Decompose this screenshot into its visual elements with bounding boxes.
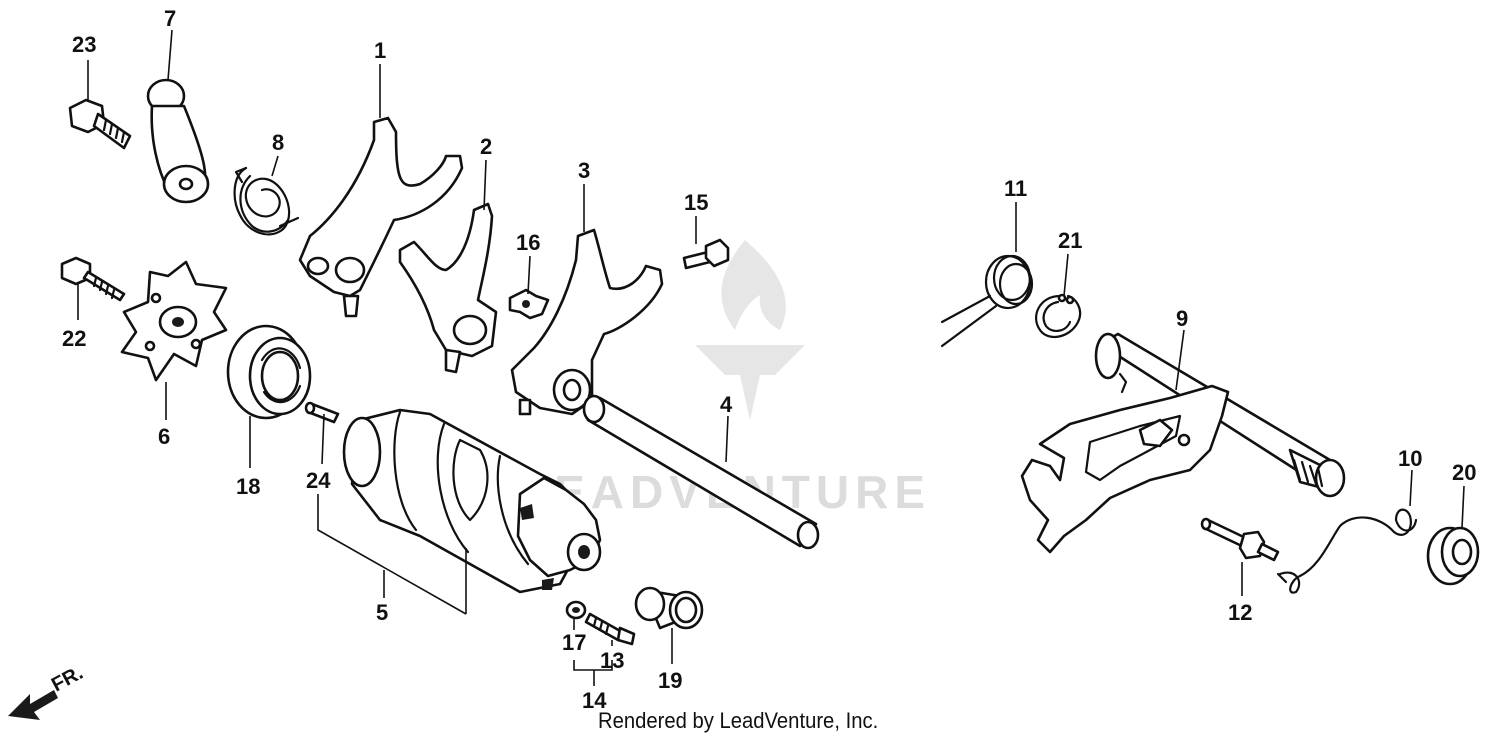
- callout-2: 2: [480, 134, 492, 159]
- part-20-oil-seal: [1426, 526, 1480, 586]
- callout-1: 1: [374, 38, 386, 63]
- callout-6: 6: [158, 424, 170, 449]
- render-credit: Rendered by LeadVenture, Inc.: [598, 708, 879, 733]
- callout-13: 13: [600, 648, 624, 673]
- callout-19: 19: [658, 668, 682, 693]
- part-10-return-spring: [1276, 508, 1418, 594]
- part-15-bolt: [682, 238, 730, 270]
- part-9-gearshift-spindle: [1020, 332, 1346, 554]
- part-17-washer: [565, 600, 587, 620]
- front-direction-arrow: FR.: [8, 662, 87, 720]
- callout-23: 23: [72, 32, 96, 57]
- part-21-circlip: [1034, 293, 1082, 339]
- part-6-drum-plate: [120, 260, 228, 382]
- callout-24: 24: [306, 468, 331, 493]
- part-4-fork-shaft: [582, 394, 820, 550]
- part-8-spring: [233, 166, 300, 236]
- part-13-switch: [584, 612, 636, 646]
- part-19-needle-bearing: [634, 586, 704, 630]
- part-12-stud-bolt: [1200, 517, 1280, 562]
- part-1-shift-fork: [298, 116, 464, 318]
- part-16-clip: [508, 288, 550, 320]
- callout-14: 14: [582, 688, 607, 713]
- callout-21: 21: [1058, 228, 1082, 253]
- part-11-spring: [940, 254, 1034, 348]
- part-7-stopper-arm: [146, 78, 210, 204]
- part-2-shift-fork: [398, 202, 498, 374]
- callout-16: 16: [516, 230, 540, 255]
- callout-7: 7: [164, 6, 176, 31]
- callout-9: 9: [1176, 306, 1188, 331]
- callout-15: 15: [684, 190, 708, 215]
- callout-22: 22: [62, 326, 86, 351]
- callout-20: 20: [1452, 460, 1476, 485]
- part-23-bolt: [68, 98, 132, 150]
- callout-8: 8: [272, 130, 284, 155]
- callout-12: 12: [1228, 600, 1252, 625]
- leader-lines: [77, 29, 1465, 686]
- callout-4: 4: [720, 392, 733, 417]
- callout-labels: 23 7 1 8 2 3 15 16 22 6 18 24 4 5 17 13 …: [62, 6, 1476, 713]
- callout-5: 5: [376, 600, 388, 625]
- callout-18: 18: [236, 474, 260, 499]
- part-22-bolt: [60, 256, 126, 302]
- callout-17: 17: [562, 630, 586, 655]
- callout-11: 11: [1004, 176, 1027, 201]
- part-18-bearing: [226, 324, 312, 420]
- callout-10: 10: [1398, 446, 1422, 471]
- part-5-shift-drum: [342, 408, 602, 594]
- callout-3: 3: [578, 158, 590, 183]
- part-3-shift-fork: [510, 228, 664, 416]
- part-24-pin: [304, 401, 340, 424]
